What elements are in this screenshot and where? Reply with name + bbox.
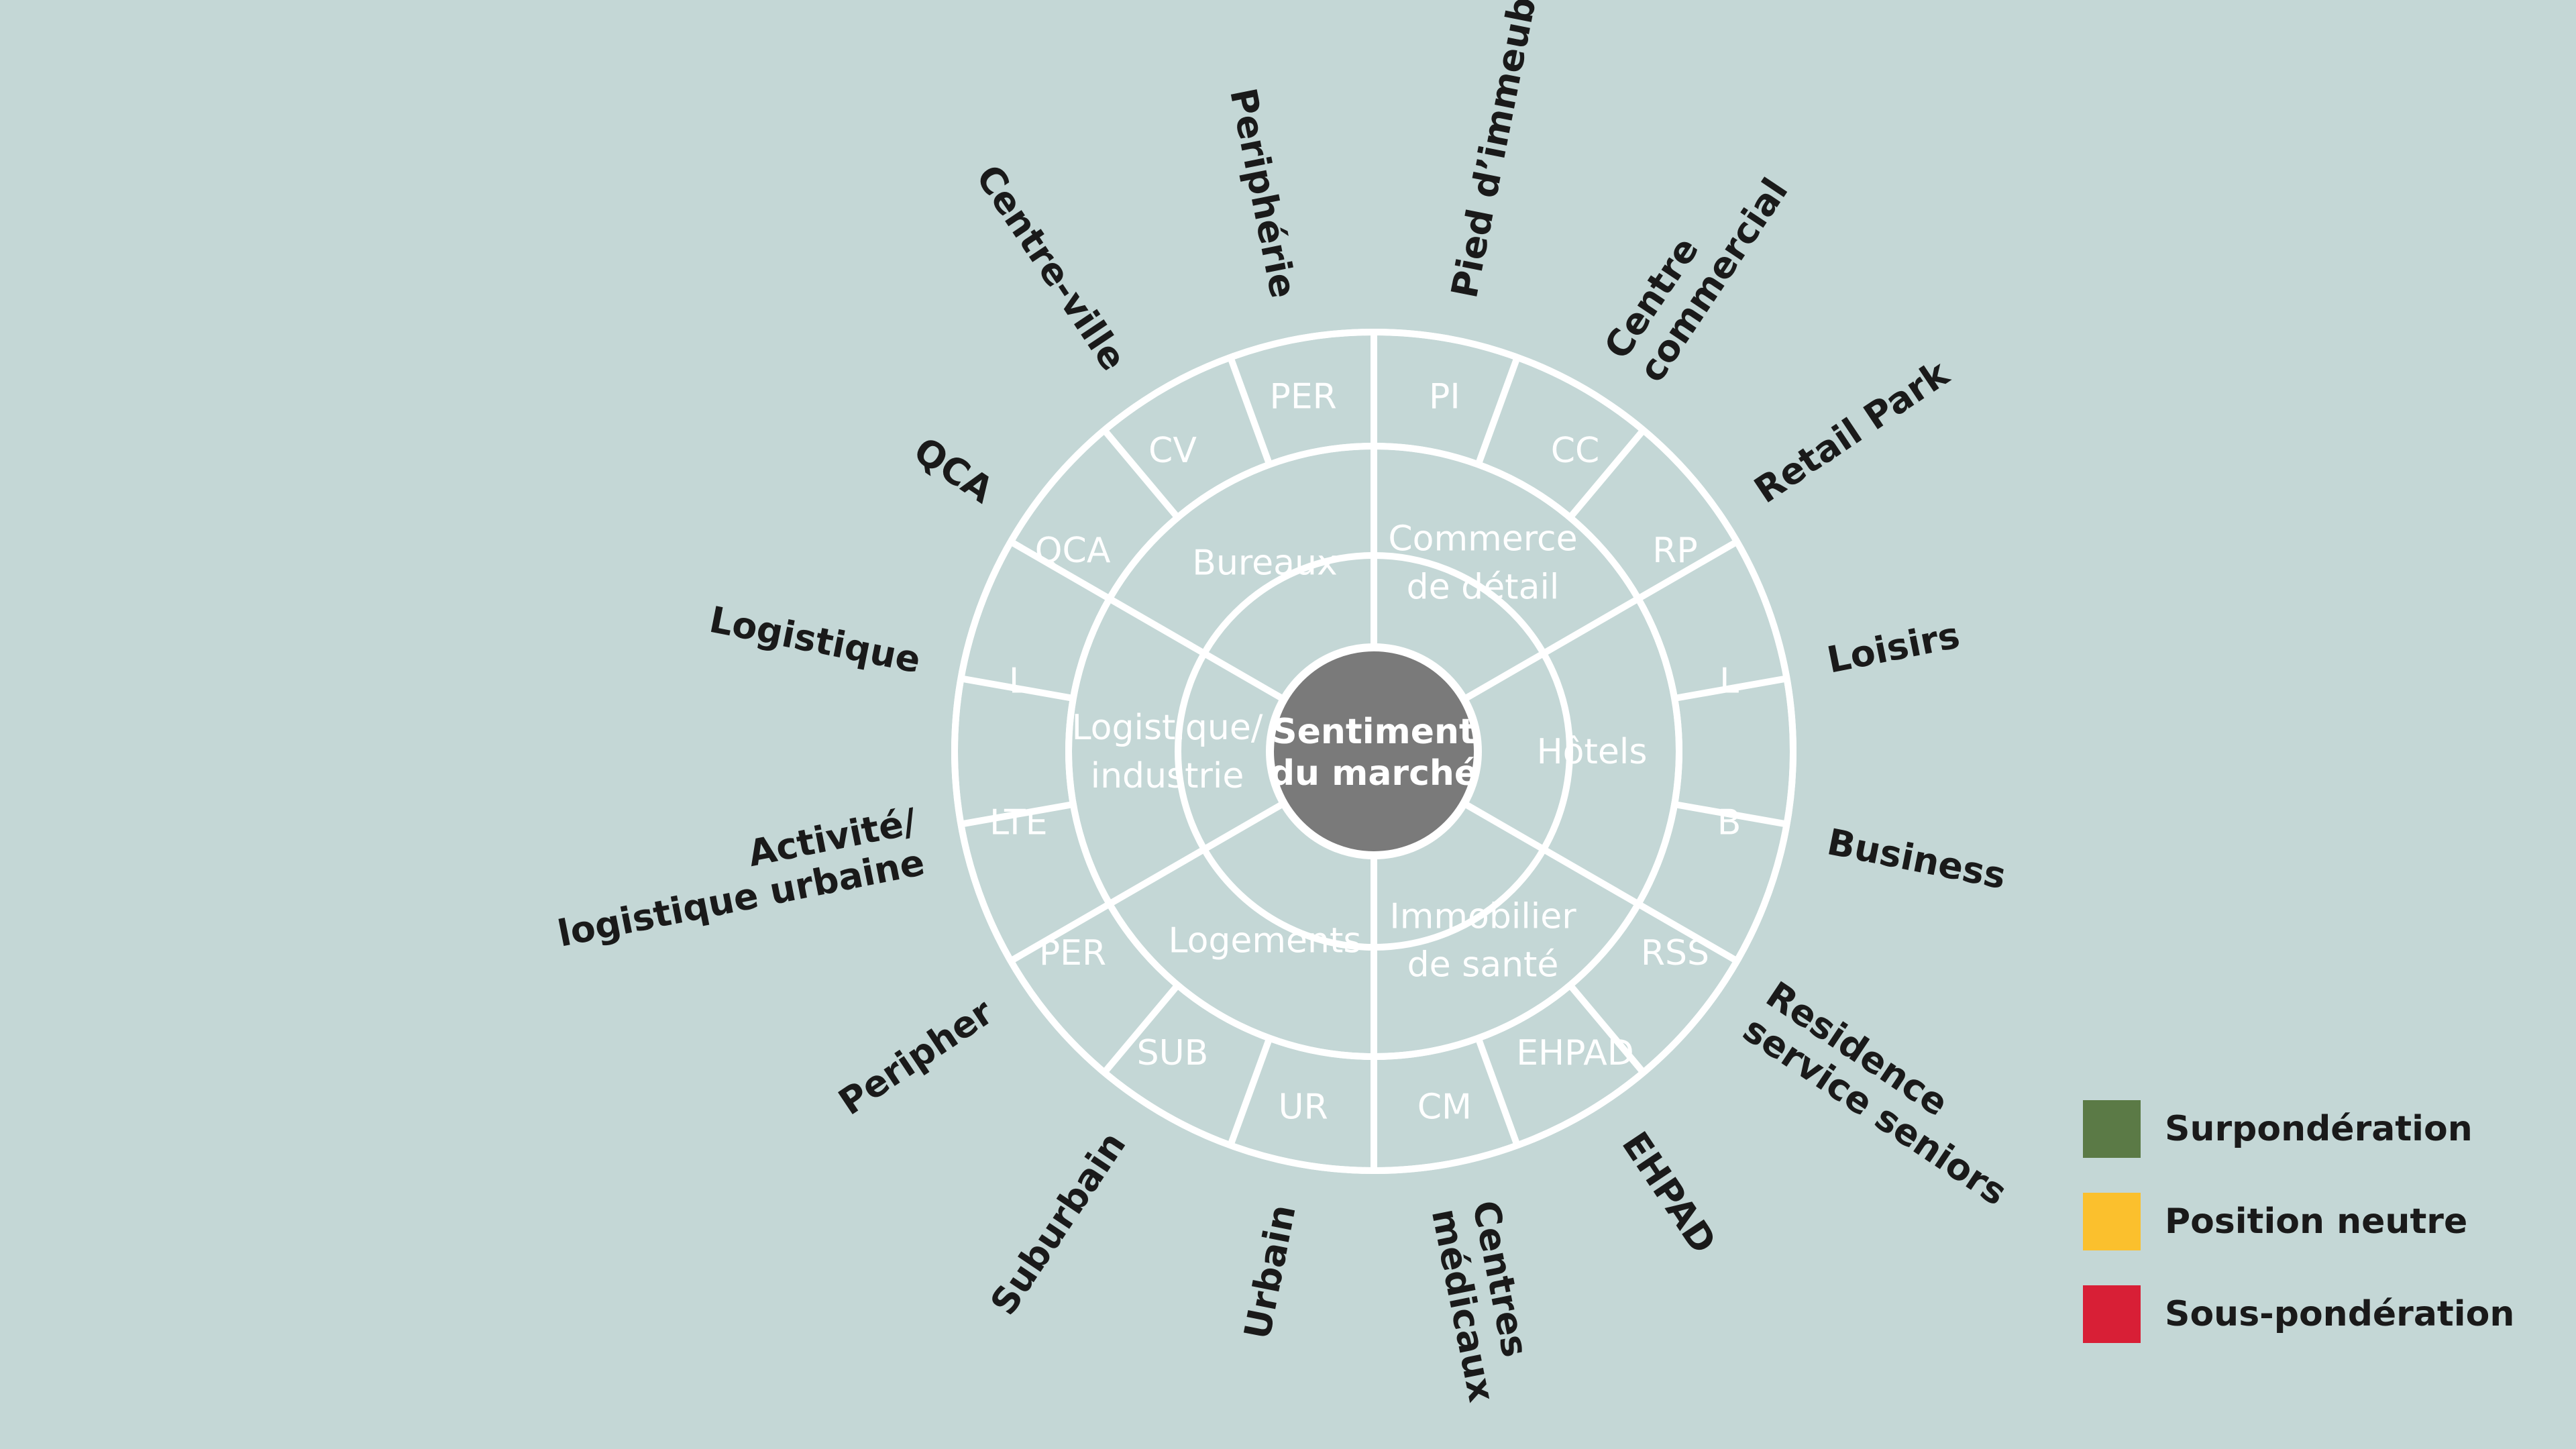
- segment-divider: [1474, 1036, 1521, 1147]
- segment-outer-label: QCA: [906, 429, 1001, 511]
- segment-abbr: PI: [1429, 376, 1460, 417]
- segment-abbr: CM: [1417, 1087, 1472, 1128]
- svg-text:Centresmédicaux: Centresmédicaux: [1424, 1197, 1544, 1405]
- segment-divider: [960, 801, 1074, 828]
- segment-divider: [1102, 983, 1181, 1075]
- sector-divider: [1009, 800, 1286, 964]
- segment-abbr: CC: [1551, 431, 1600, 471]
- wheel-dividers: [960, 332, 1788, 1171]
- segment-outer-label: EHPAD: [1614, 1124, 1725, 1261]
- segment-divider: [1567, 983, 1646, 1075]
- legend-swatch-neutral: [2083, 1193, 2141, 1250]
- segment-abbr: L: [1009, 661, 1028, 702]
- sector-divider: [1009, 539, 1286, 702]
- segment-divider: [960, 675, 1074, 702]
- svg-text:Urbain: Urbain: [1236, 1201, 1303, 1342]
- segment-abbr: RSS: [1641, 933, 1709, 973]
- segment-divider: [1674, 801, 1788, 828]
- legend-item-neutral: Position neutre: [2083, 1193, 2514, 1250]
- segment-divider: [1674, 675, 1788, 702]
- segment-divider: [1474, 356, 1521, 466]
- svg-text:Business: Business: [1824, 820, 2010, 897]
- legend-label-overweight: Surpondération: [2165, 1109, 2473, 1149]
- sector-bureaux: Bureaux: [1192, 543, 1337, 584]
- svg-text:Logistique: Logistique: [706, 598, 924, 682]
- segment-outer-label: Urbain: [1236, 1201, 1303, 1342]
- segment-outer-label: Logistique: [706, 598, 924, 682]
- svg-text:Residenceservice seniors: Residenceservice seniors: [1735, 973, 2037, 1214]
- segment-outer-label: Centresmédicaux: [1424, 1197, 1544, 1405]
- sector-hotels: Hôtels: [1537, 732, 1648, 772]
- segment-outer-label: Business: [1824, 820, 2010, 897]
- segment-outer-label: Residenceservice seniors: [1735, 973, 2037, 1214]
- svg-text:Retail Park: Retail Park: [1747, 352, 1957, 511]
- segment-abbreviations: PI CC RP L B RSS EHPAD CM UR SUB PER LTE L QCA CV PER: [989, 376, 1741, 1127]
- sector-divider: [1462, 800, 1739, 964]
- segment-abbr: PER: [1039, 933, 1106, 973]
- sector-logistique: Logistique/industrie: [1072, 708, 1263, 796]
- segment-abbr: PER: [1269, 376, 1336, 417]
- sector-divider: [1462, 539, 1739, 702]
- segment-outer-label: Periphérie: [1222, 85, 1305, 301]
- segment-abbr: EHPAD: [1516, 1033, 1634, 1073]
- segment-outer-label: Suburbain: [982, 1124, 1134, 1322]
- segment-abbr: RP: [1652, 531, 1698, 571]
- svg-text:Suburbain: Suburbain: [982, 1124, 1134, 1322]
- svg-text:Peripher: Peripher: [831, 991, 1001, 1124]
- legend-item-underweight: Sous-pondération: [2083, 1285, 2514, 1343]
- sector-logements: Logements: [1169, 920, 1362, 961]
- segment-abbr: CV: [1148, 431, 1197, 471]
- segment-outer-label: Centrecommercial: [1596, 148, 1796, 390]
- segment-outer-label: Activité/logistique urbaine: [546, 800, 928, 955]
- segment-abbr: LTE: [989, 802, 1047, 843]
- segment-outer-label: Retail Park: [1747, 352, 1957, 511]
- legend: Surpondération Position neutre Sous-pond…: [2083, 1100, 2514, 1378]
- svg-text:EHPAD: EHPAD: [1614, 1124, 1725, 1261]
- svg-text:QCA: QCA: [906, 429, 1001, 511]
- segment-abbr: L: [1719, 661, 1739, 702]
- legend-swatch-underweight: [2083, 1285, 2141, 1343]
- svg-text:Loisirs: Loisirs: [1823, 614, 1963, 682]
- segment-outer-label: Pied d’immeuble: [1443, 0, 1552, 301]
- segment-abbr: B: [1717, 802, 1741, 843]
- legend-label-underweight: Sous-pondération: [2165, 1294, 2515, 1334]
- segment-abbr: QCA: [1035, 531, 1111, 571]
- svg-text:Activité/logistique urbaine: Activité/logistique urbaine: [546, 800, 928, 955]
- segment-divider: [1567, 428, 1646, 520]
- segment-abbr: SUB: [1137, 1033, 1209, 1073]
- segment-outer-label: Loisirs: [1823, 614, 1963, 682]
- segment-divider: [1227, 356, 1273, 466]
- legend-item-overweight: Surpondération: [2083, 1100, 2514, 1158]
- segment-divider: [1102, 428, 1181, 520]
- svg-text:Periphérie: Periphérie: [1222, 85, 1305, 301]
- segment-outer-label: Centre-ville: [967, 158, 1134, 378]
- segment-divider: [1227, 1036, 1273, 1147]
- svg-text:Centre-ville: Centre-ville: [967, 158, 1134, 378]
- segment-outer-label: Peripher: [831, 991, 1001, 1124]
- svg-text:Centrecommercial: Centrecommercial: [1596, 148, 1796, 390]
- legend-swatch-overweight: [2083, 1100, 2141, 1158]
- center-circle: [1266, 643, 1482, 859]
- segment-abbr: UR: [1279, 1087, 1328, 1128]
- svg-text:Pied d’immeuble: Pied d’immeuble: [1443, 0, 1552, 301]
- legend-label-neutral: Position neutre: [2165, 1201, 2468, 1242]
